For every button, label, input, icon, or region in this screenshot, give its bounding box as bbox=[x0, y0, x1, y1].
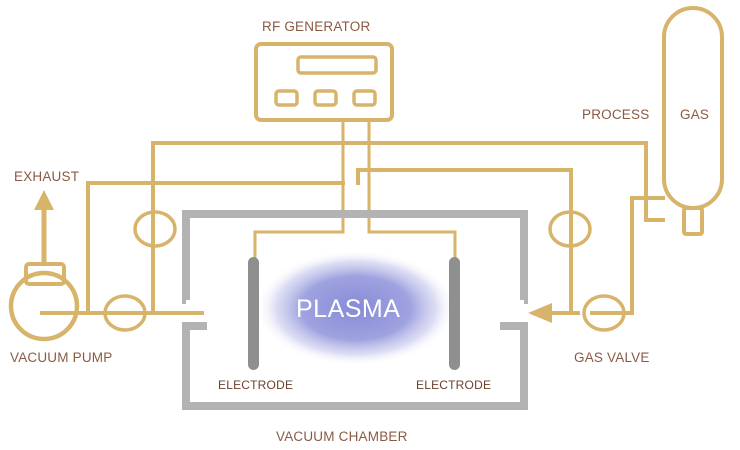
vacuum-chamber-label: VACUUM CHAMBER bbox=[276, 429, 408, 444]
vacuum-pump-label: VACUUM PUMP bbox=[10, 350, 112, 365]
gas-valve-icon bbox=[582, 294, 626, 332]
left-electrode-label: ELECTRODE bbox=[218, 378, 293, 392]
vacuum-chamber bbox=[182, 210, 528, 410]
lower-left-valve-icon bbox=[103, 294, 147, 332]
vacuum-pump-icon bbox=[8, 262, 80, 342]
upper-left-valve-icon bbox=[133, 210, 177, 248]
rf-knob-2 bbox=[313, 89, 338, 107]
process-label: PROCESS bbox=[582, 107, 649, 122]
rf-display bbox=[296, 55, 378, 75]
rf-knob-3 bbox=[352, 89, 377, 107]
plasma-label: PLASMA bbox=[296, 295, 400, 323]
plasma-cloud bbox=[256, 250, 456, 366]
gas-valve-label: GAS VALVE bbox=[574, 350, 650, 365]
gas-pipe-loop bbox=[40, 141, 665, 315]
rf-leads bbox=[253, 122, 457, 258]
gas-inlet-arrow-icon bbox=[528, 303, 580, 323]
rf-generator-label: RF GENERATOR bbox=[262, 19, 370, 34]
rf-knob-1 bbox=[274, 89, 299, 107]
left-electrode bbox=[248, 257, 259, 370]
upper-right-valve-icon bbox=[548, 210, 592, 248]
rf-generator bbox=[254, 42, 394, 122]
right-electrode-label: ELECTRODE bbox=[416, 378, 491, 392]
exhaust-arrow-icon bbox=[34, 190, 54, 262]
exhaust-label: EXHAUST bbox=[14, 169, 79, 184]
gas-cylinder-icon bbox=[662, 6, 724, 236]
gas-label: GAS bbox=[680, 107, 709, 122]
right-electrode bbox=[449, 257, 460, 370]
